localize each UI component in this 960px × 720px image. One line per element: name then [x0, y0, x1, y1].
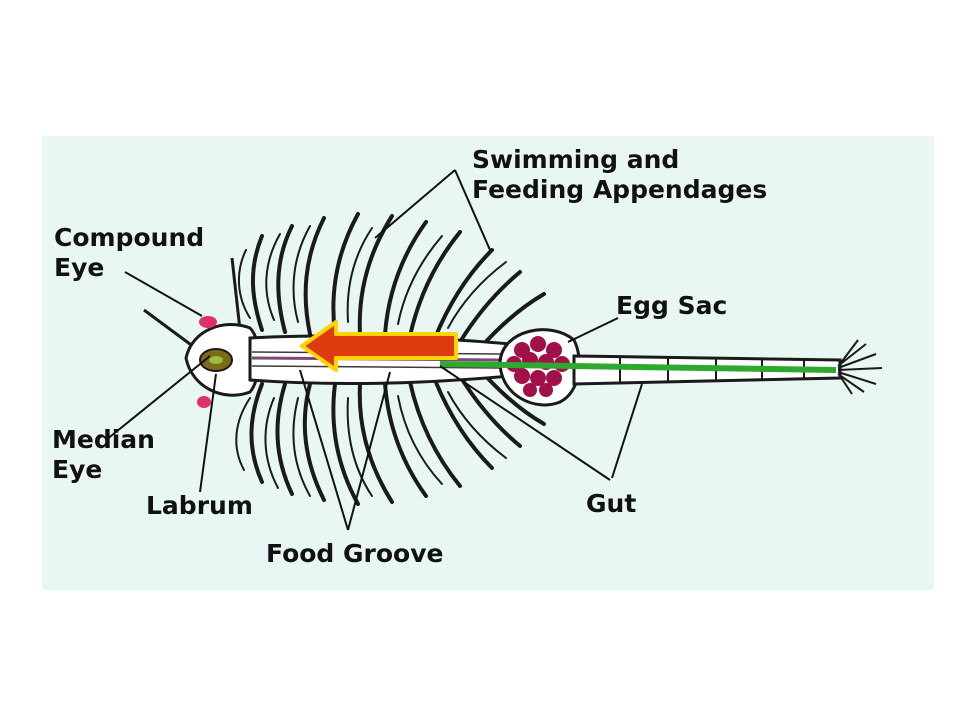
gut-line	[439, 361, 837, 373]
label-median-eye-line2: Eye	[52, 455, 102, 484]
label-labrum: Labrum	[146, 491, 253, 520]
label-appendages-line1: Swimming and	[472, 145, 679, 174]
antenna	[230, 257, 242, 331]
label-median-eye-line1: Median	[52, 425, 155, 454]
eggs	[506, 336, 570, 397]
left-arrow-outline	[300, 320, 458, 372]
compound-eye-shape	[197, 396, 211, 408]
label-gut: Gut	[586, 489, 636, 518]
label-compound-eye-line1: Compound	[54, 223, 204, 252]
tail-furca	[837, 339, 883, 395]
upper-appendages	[237, 212, 546, 348]
food-groove-line	[251, 365, 501, 369]
antenna	[143, 308, 199, 352]
leader-lines	[105, 169, 643, 531]
label-compound-eye-line2: Eye	[54, 253, 104, 282]
compound-eye-shape	[199, 316, 217, 328]
label-egg-sac: Egg Sac	[616, 291, 727, 320]
median-eye-shape	[209, 356, 223, 364]
lower-appendages	[235, 370, 546, 506]
label-food-groove: Food Groove	[266, 539, 443, 568]
label-appendages-line2: Feeding Appendages	[472, 175, 767, 204]
